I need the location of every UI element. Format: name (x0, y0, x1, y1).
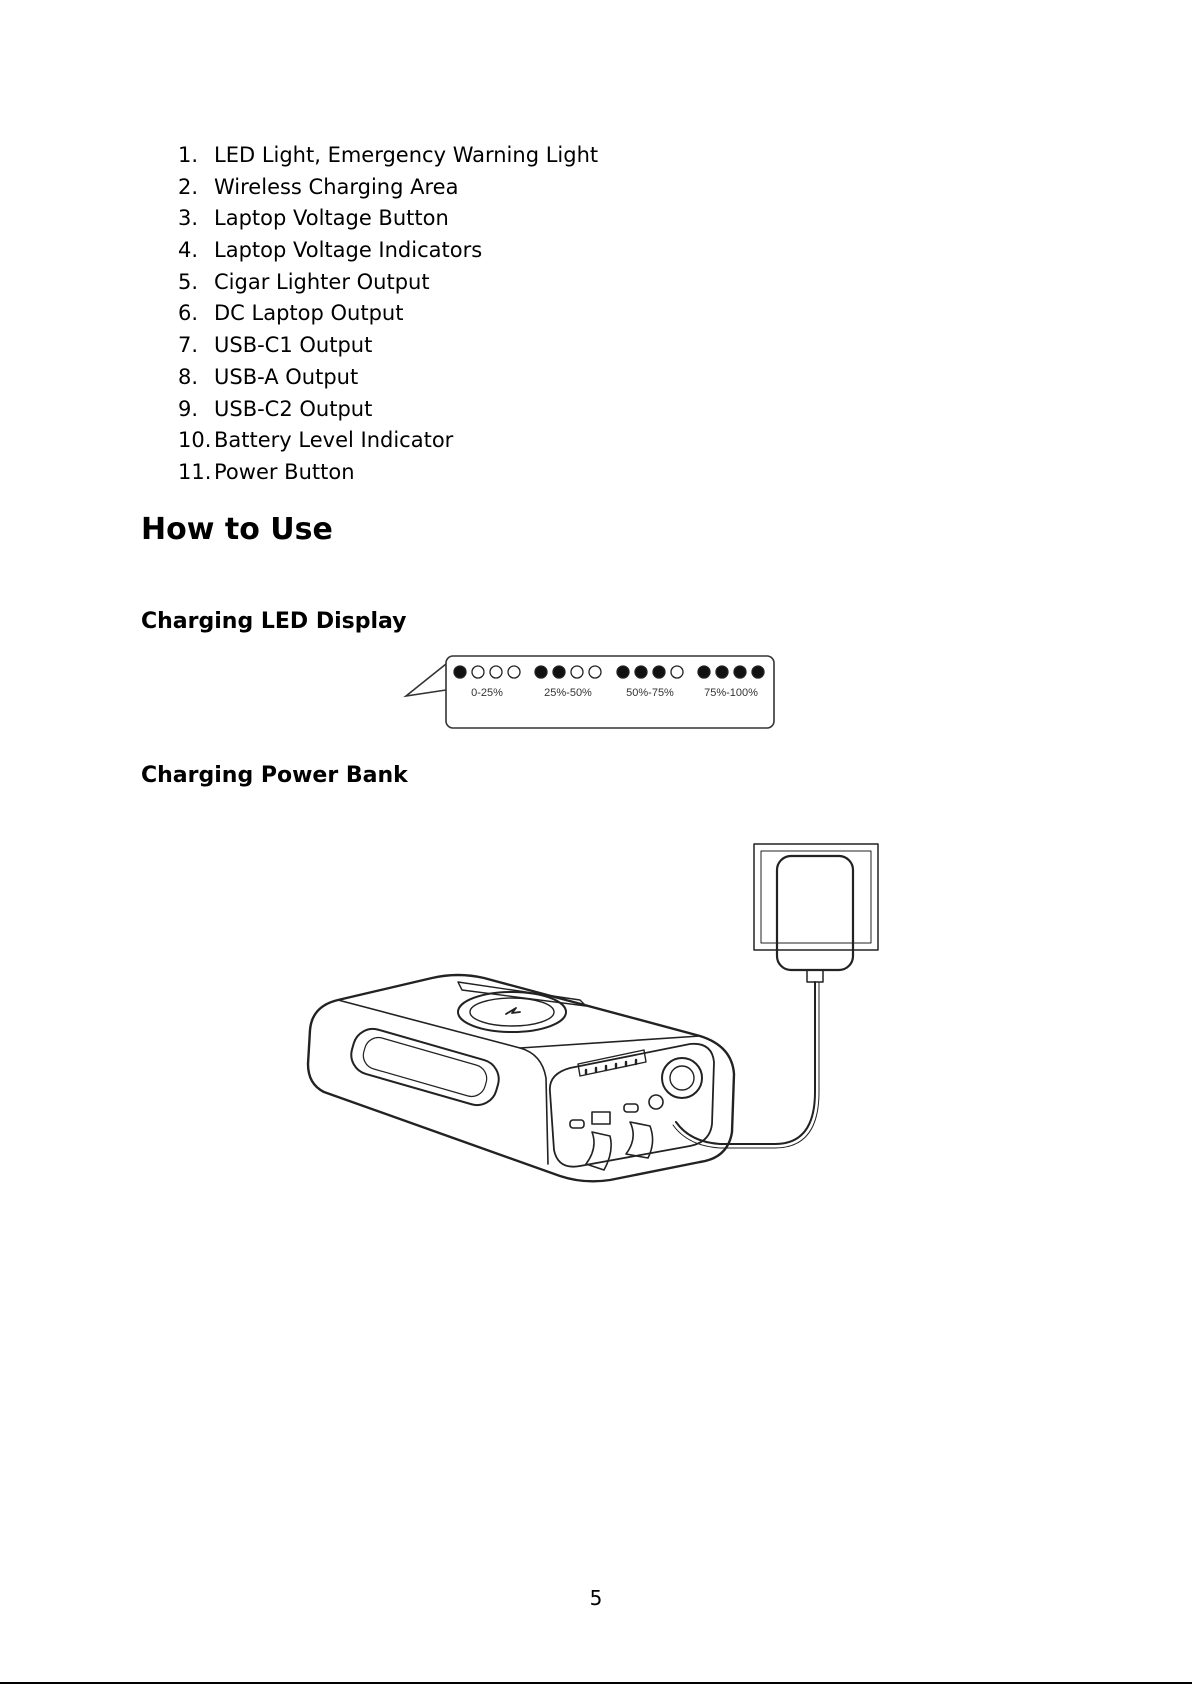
feature-item: 4. Laptop Voltage Indicators (178, 235, 598, 267)
feature-number: 1. (178, 143, 199, 167)
usb-a-port (591, 1111, 611, 1125)
feature-number: 3. (178, 206, 199, 231)
led-dot-off (670, 665, 684, 679)
section-title: How to Use (141, 512, 333, 547)
feature-label: USB-C2 Output (214, 396, 373, 421)
charging-cable (675, 981, 816, 1145)
feature-number: 5. (178, 269, 199, 294)
page-bottom-rule (0, 1682, 1192, 1684)
feature-label: Power Button (214, 459, 355, 484)
feature-number: 2. (178, 174, 199, 199)
led-range-label: 50%-75% (626, 687, 674, 699)
callout-box (445, 655, 775, 729)
wall-outlet-inner (760, 850, 872, 944)
led-display-heading: Charging LED Display (141, 609, 407, 634)
usb-c1-port (569, 1119, 585, 1129)
led-dot-on (552, 665, 566, 679)
lightning-icon (505, 1007, 521, 1015)
port-flap (625, 1121, 654, 1159)
feature-label: Battery Level Indicator (214, 428, 454, 453)
page-number: 5 (589, 1586, 603, 1610)
power-bank-body (306, 973, 736, 1183)
led-dot-on (534, 665, 548, 679)
led-dot-off (489, 665, 503, 679)
feature-item: 9. USB-C2 Output (178, 394, 598, 426)
feature-item: 10.Battery Level Indicator (178, 425, 598, 457)
feature-label: USB-A Output (214, 364, 359, 389)
power-bank-drawing (306, 843, 879, 1183)
wireless-charging-pad (457, 991, 567, 1033)
led-display-figure: 0-25% 25%-50% 50%-75% 75%-100% (400, 652, 780, 732)
led-dot-off (471, 665, 485, 679)
led-display-callout: 0-25% 25%-50% 50%-75% 75%-100% (403, 655, 775, 729)
feature-item: 3. Laptop Voltage Button (178, 203, 598, 235)
led-range-label: 75%-100% (704, 687, 758, 699)
feature-label: DC Laptop Output (214, 301, 404, 326)
feature-label: LED Light, Emergency Warning Light (214, 143, 599, 167)
led-dot-on (751, 665, 765, 679)
callout-pointer (403, 663, 447, 698)
feature-number: 11. (178, 459, 212, 484)
indicator-strip (577, 1049, 647, 1077)
feature-label: Cigar Lighter Output (214, 269, 430, 294)
feature-item: 5. Cigar Lighter Output (178, 267, 598, 299)
feature-item: 6. DC Laptop Output (178, 298, 598, 330)
feature-label: Laptop Voltage Indicators (214, 238, 483, 263)
feature-number: 4. (178, 238, 199, 263)
port-flap (585, 1131, 612, 1171)
led-range-label: 25%-50% (544, 687, 592, 699)
feature-label: USB-C1 Output (214, 333, 373, 358)
led-level-groups (453, 665, 765, 679)
charger-neck (806, 969, 824, 983)
led-dot-off (570, 665, 584, 679)
dc-output-port (648, 1094, 664, 1110)
front-panel (548, 1042, 715, 1168)
wall-outlet (753, 843, 879, 951)
led-dot-on (616, 665, 630, 679)
led-range-label: 0-25% (471, 687, 503, 699)
feature-number: 10. (178, 428, 212, 453)
led-dot-on (453, 665, 467, 679)
power-bank-illustration (280, 792, 910, 1227)
feature-number: 6. (178, 301, 199, 326)
led-dot-off (507, 665, 521, 679)
feature-item: 1. LED Light, Emergency Warning Light (178, 140, 598, 172)
usb-c2-port (623, 1103, 639, 1113)
led-dot-off (588, 665, 602, 679)
feature-item: 7. USB-C1 Output (178, 330, 598, 362)
led-dot-on (697, 665, 711, 679)
feature-number: 9. (178, 396, 199, 421)
feature-item: 8. USB-A Output (178, 362, 598, 394)
wall-charger (775, 854, 855, 972)
feature-number: 8. (178, 364, 199, 389)
led-dot-on (634, 665, 648, 679)
power-bank-heading: Charging Power Bank (141, 763, 408, 788)
led-dot-on (733, 665, 747, 679)
feature-label: Laptop Voltage Button (214, 206, 449, 231)
led-dot-on (715, 665, 729, 679)
led-light-window (350, 1027, 500, 1107)
led-dot-on (652, 665, 666, 679)
cigar-lighter-port (661, 1057, 703, 1099)
feature-item: 11.Power Button (178, 457, 598, 489)
feature-label: Wireless Charging Area (214, 174, 459, 199)
feature-item: 2. Wireless Charging Area (178, 172, 598, 204)
feature-list: 1. LED Light, Emergency Warning Light 2. W… (178, 140, 598, 489)
feature-number: 7. (178, 333, 199, 358)
